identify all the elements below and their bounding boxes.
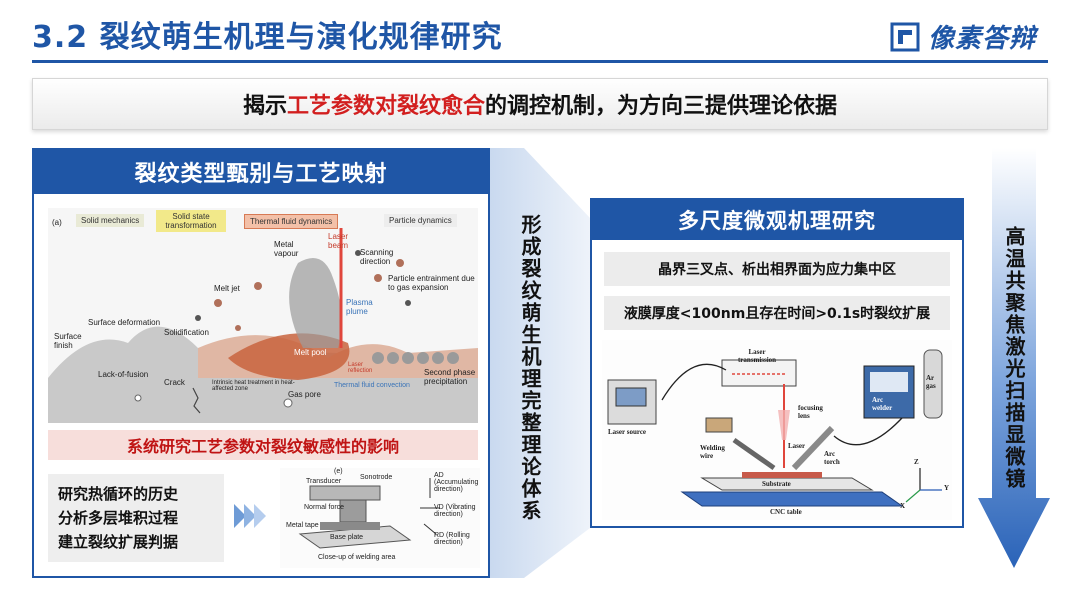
chevron-right-icon <box>244 504 256 528</box>
header-divider <box>32 60 1048 63</box>
label-laser-beam: Laser beam <box>328 232 349 250</box>
chevron-right-icon <box>254 504 266 528</box>
label-transducer: Transducer <box>306 478 342 485</box>
lpbf-defect-diagram: (a) Solid mechanics Solid state transfor… <box>48 208 478 423</box>
label-laser: Laser <box>788 442 806 450</box>
microscale-mechanism-panel: 多尺度微观机理研究 晶界三叉点、析出相界面为应力集中区 液膜厚度<100nm且存… <box>590 198 964 528</box>
label-second-phase: Second phase precipitation <box>424 368 476 386</box>
label-metal-tape: Metal tape <box>286 522 319 529</box>
label-arc-welder: Arc welder <box>872 396 893 412</box>
label-axis-z: Z <box>914 458 919 466</box>
down-arrow-icon <box>978 148 1050 568</box>
lpbf-defect-illustration <box>48 228 478 423</box>
label-laser-reflection: Laser reflection <box>348 362 373 374</box>
label-solidification: Solidification <box>164 328 209 337</box>
page-title: 3.2 裂纹萌生机理与演化规律研究 <box>32 20 503 55</box>
label-focusing-lens: focusing lens <box>798 404 823 420</box>
label-gas-pore: Gas pore <box>288 390 321 399</box>
ultrasonic-welding-illustration <box>298 478 440 549</box>
label-normal-force: Normal force <box>304 504 345 511</box>
tag-solid-state: Solid state transformation <box>156 210 226 232</box>
label-scanning-direction: Scanning direction <box>360 248 394 266</box>
tag-thermal-fluid: Thermal fluid dynamics <box>244 214 339 229</box>
label-laser-transmission: Laser transmission <box>737 348 777 364</box>
banner-prefix: 揭示 <box>242 94 287 119</box>
banner-suffix: 的调控机制，为方向三提供理论依据 <box>485 94 838 119</box>
panel-label-e: (e) <box>334 468 343 475</box>
label-plasma-plume: Plasma plume <box>346 298 373 316</box>
label-metal-vapour: Metal vapour <box>274 240 299 258</box>
laser-arc-hybrid-diagram: Laser transmission Laser source focusing… <box>602 340 952 520</box>
banner-highlight: 工艺参数对裂纹愈合 <box>286 94 485 119</box>
process-sensitivity-strip: 系统研究工艺参数对裂纹敏感性的影响 <box>48 430 478 460</box>
label-welding-wire: Welding wire <box>700 444 725 460</box>
stress-concentration-item: 晶界三叉点、析出相界面为应力集中区 <box>604 252 950 286</box>
microscale-mechanism-title: 多尺度微观机理研究 <box>592 200 962 240</box>
theory-system-text: 形成裂纹萌生机理完整理论体系 <box>518 214 542 522</box>
label-laser-source: Laser source <box>608 428 647 436</box>
label-ar-gas: Ar gas <box>926 374 936 390</box>
brand-logo-icon <box>890 22 920 51</box>
label-vd: VD (Vibrating direction) <box>434 504 476 518</box>
label-sonotrode: Sonotrode <box>360 474 393 481</box>
label-substrate: Substrate <box>762 480 791 488</box>
label-rd: RD (Rolling direction) <box>434 532 470 546</box>
laser-arc-illustration <box>607 349 943 507</box>
crack-type-panel: 裂纹类型甄别与工艺映射 <box>32 148 490 578</box>
label-melt-pool: Melt pool <box>294 348 327 357</box>
liquid-film-item: 液膜厚度<100nm且存在时间>0.1s时裂纹扩展 <box>604 296 950 330</box>
label-melt-jet: Melt jet <box>214 284 240 293</box>
label-particle-entrainment: Particle entrainment due to gas expansio… <box>388 274 475 292</box>
label-intrinsic-heat: Intrinsic heat treatment in heat-affecte… <box>212 380 295 392</box>
ultrasonic-welding-diagram: (e) Transducer Sonotrode Normal force Me… <box>280 468 480 568</box>
crack-type-panel-title: 裂纹类型甄别与工艺映射 <box>34 150 488 194</box>
chevron-arrows <box>234 504 266 528</box>
label-cnc-table: CNC table <box>770 508 802 516</box>
label-axis-x: X <box>900 502 906 510</box>
connector-arrow <box>490 148 590 578</box>
tag-solid-mechanics: Solid mechanics <box>76 214 145 227</box>
panel-label-a: (a) <box>52 218 62 227</box>
label-base-plate: Base plate <box>330 534 364 541</box>
label-lack-of-fusion: Lack-of-fusion <box>98 370 149 379</box>
research-list: 研究热循环的历史 分析多层堆积过程 建立裂纹扩展判据 <box>48 474 224 562</box>
label-crack: Crack <box>164 378 185 387</box>
confocal-microscope-text: 高温共聚焦激光扫描显微镜 <box>1002 226 1026 490</box>
label-axis-y: Y <box>944 484 950 492</box>
key-message-banner: 揭示工艺参数对裂纹愈合的调控机制，为方向三提供理论依据 <box>32 78 1048 130</box>
label-surface-finish: Surface finish <box>54 332 82 350</box>
brand: 像素答辩 <box>890 18 1036 55</box>
tag-particle-dynamics: Particle dynamics <box>384 214 457 227</box>
research-list-item: 分析多层堆积过程 <box>58 509 179 527</box>
research-list-item: 研究热循环的历史 <box>58 485 179 503</box>
label-ad: AD (Accumulating direction) <box>434 472 479 493</box>
label-close-up: Close-up of welding area <box>318 554 396 561</box>
research-list-item: 建立裂纹扩展判据 <box>58 533 179 551</box>
brand-name: 像素答辩 <box>927 24 1036 54</box>
label-arc-torch: Arc torch <box>824 450 840 466</box>
label-thermal-fluid-convection: Thermal fluid convection <box>334 382 410 389</box>
chevron-right-icon <box>234 504 246 528</box>
label-surface-deformation: Surface deformation <box>88 318 161 327</box>
